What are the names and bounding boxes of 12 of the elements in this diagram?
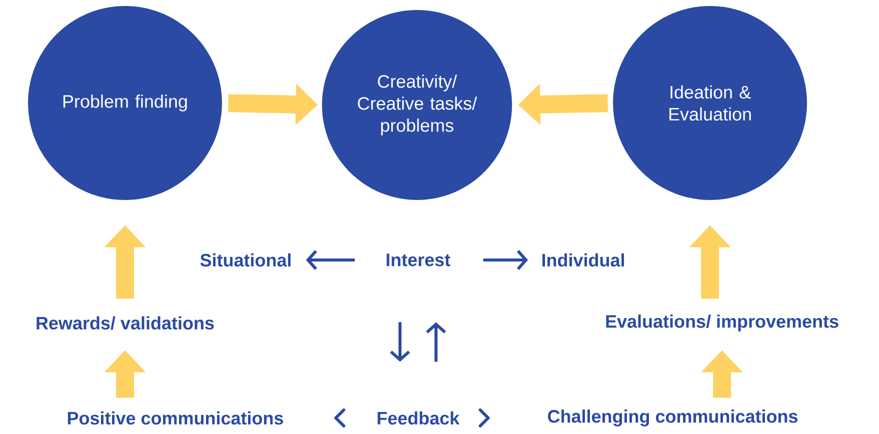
text-label: Challenging communications	[548, 410, 798, 426]
text-label: Situational	[200, 253, 291, 267]
arrow	[483, 250, 528, 270]
text-label: Rewards/ validations	[36, 316, 214, 330]
text-label: Evaluations/ improvements	[606, 314, 838, 332]
arrow	[390, 322, 410, 362]
text-label: Individual	[542, 253, 624, 267]
arrow	[426, 322, 446, 362]
text-label: Interest	[386, 254, 450, 266]
text-label: Feedback	[378, 411, 460, 425]
text-label: Positive communications	[68, 411, 284, 425]
arrow	[306, 250, 355, 270]
